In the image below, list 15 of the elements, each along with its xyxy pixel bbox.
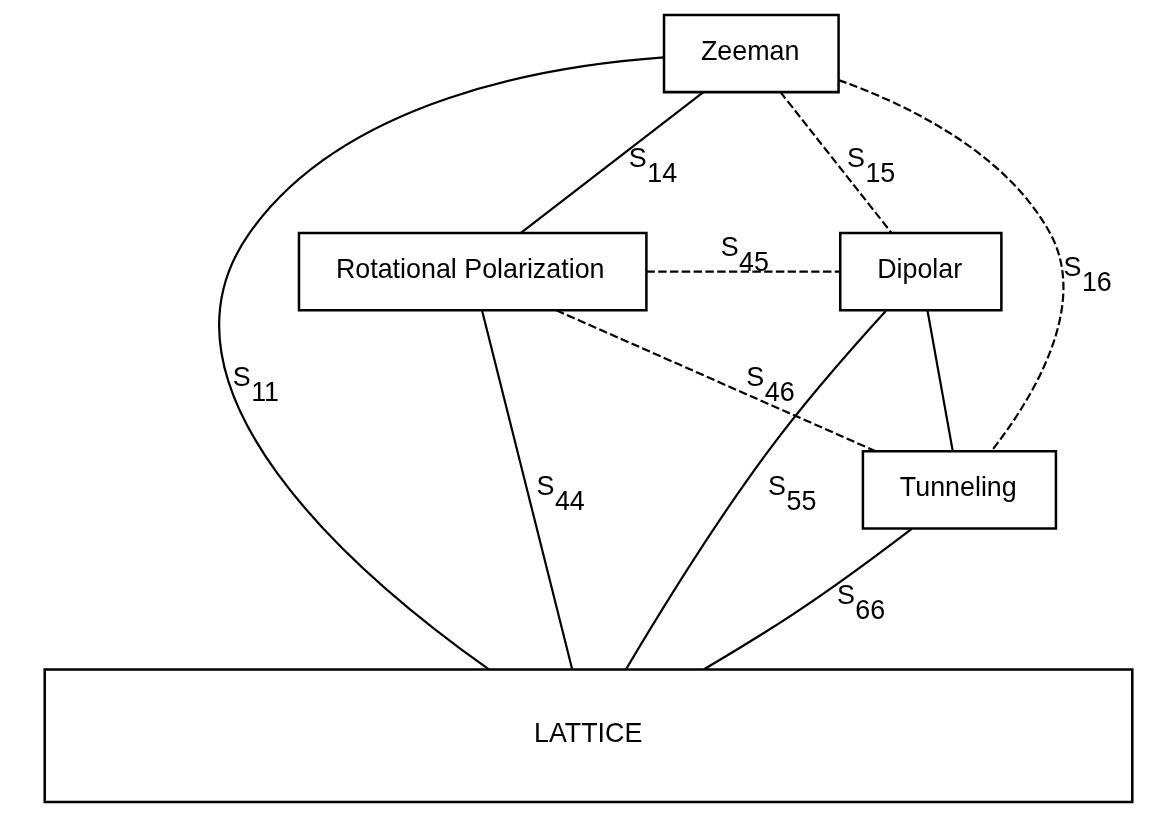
- connector: [703, 528, 912, 671]
- connector: [779, 91, 892, 234]
- connector: [480, 310, 573, 670]
- node-box: LATTICE: [42, 668, 1134, 804]
- connector: [624, 310, 887, 671]
- connector: [837, 79, 1064, 452]
- connector: [925, 310, 954, 452]
- connector: [646, 270, 840, 273]
- node-box: Rotational Polarization: [297, 231, 648, 312]
- node-box: Zeeman: [662, 13, 840, 94]
- connector: [519, 91, 704, 234]
- connector: [555, 309, 876, 453]
- node-box: Tunneling: [861, 450, 1057, 530]
- connector: [218, 56, 664, 671]
- node-box: Dipolar: [838, 231, 1003, 312]
